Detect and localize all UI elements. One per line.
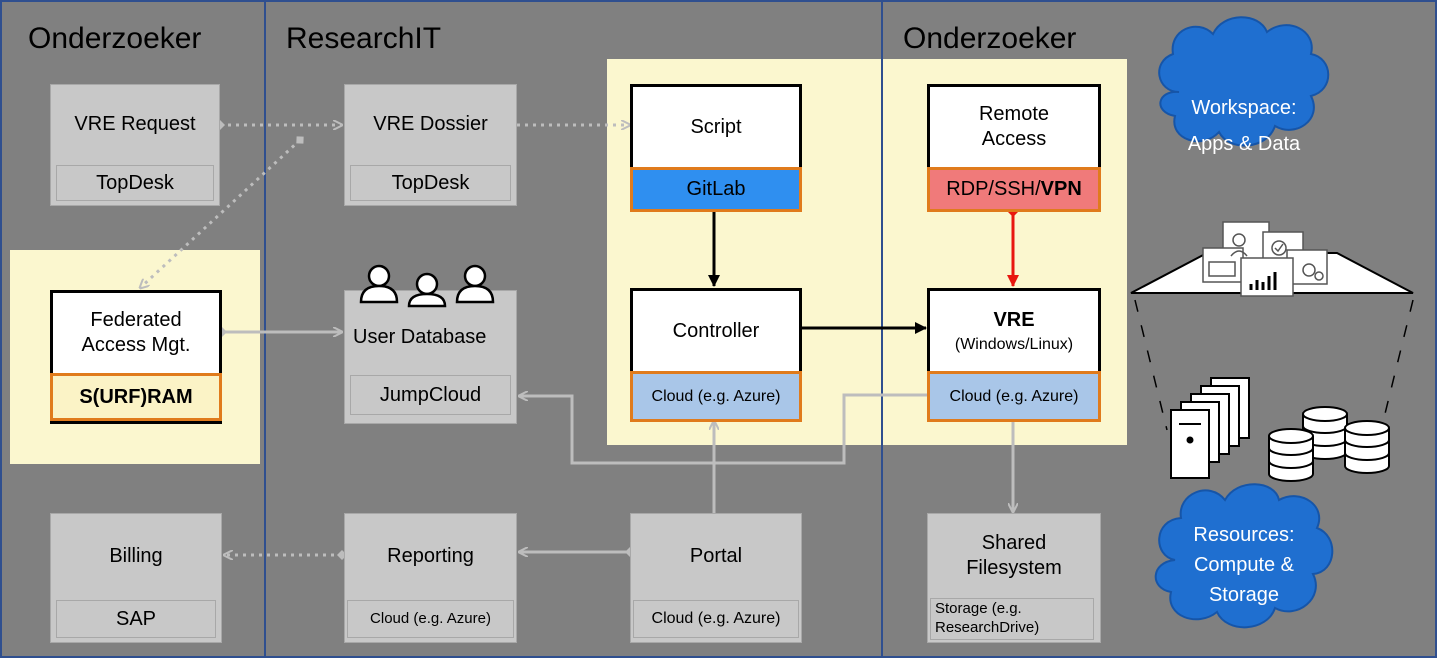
remote-access-box: Remote Access RDP/SSH/VPN xyxy=(927,84,1101,212)
vre-dossier-label: VRE Dossier xyxy=(373,112,488,135)
resources-cloud-icon: Resources: Compute & Storage xyxy=(1154,483,1334,629)
federated-sub-sram: S(URF)RAM xyxy=(50,373,222,421)
federated-label: Federated Access Mgt. xyxy=(53,293,219,373)
top-border xyxy=(0,0,1437,2)
remote-access-label-line2: Access xyxy=(981,128,1047,150)
user-database-label: User Database xyxy=(353,326,487,348)
vre-request-box: VRE Request TopDesk xyxy=(50,84,220,206)
perspective-line-right xyxy=(1380,299,1414,431)
federated-label-line2: Access Mgt. xyxy=(81,334,191,356)
billing-box: Billing SAP xyxy=(50,513,222,643)
shared-filesystem-sub-line1: Storage (e.g. xyxy=(935,600,1022,617)
vre-label-os: (Windows/Linux) xyxy=(954,335,1074,353)
vre-label-title: VRE xyxy=(993,308,1035,331)
users-icon xyxy=(359,264,495,308)
vre-request-label: VRE Request xyxy=(74,112,196,135)
billing-sub: SAP xyxy=(56,600,216,638)
shared-filesystem-box: Shared Filesystem Storage (e.g. Research… xyxy=(927,513,1101,643)
remote-access-sub: RDP/SSH/VPN xyxy=(927,167,1101,212)
federated-access-box: Federated Access Mgt. S(URF)RAM xyxy=(50,290,222,424)
reporting-box: Reporting Cloud (e.g. Azure) xyxy=(344,513,517,643)
arrow-vre-to-jumpcloud xyxy=(519,395,928,465)
shared-filesystem-label-line1: Shared xyxy=(981,532,1047,554)
script-label: Script xyxy=(690,115,742,138)
billing-label: Billing xyxy=(109,544,163,567)
remote-access-sub-vpn: VPN xyxy=(1040,178,1082,200)
perspective-line-left xyxy=(1134,299,1168,431)
script-sub-gitlab: GitLab xyxy=(630,167,802,212)
shared-filesystem-sub: Storage (e.g. ResearchDrive) xyxy=(930,598,1094,640)
vre-dossier-sub: TopDesk xyxy=(350,165,511,201)
remote-access-label-line1: Remote xyxy=(978,103,1050,125)
vre-box: VRE (Windows/Linux) Cloud (e.g. Azure) xyxy=(927,288,1101,422)
workspace-cloud-line1: Workspace: xyxy=(1191,97,1296,119)
lane-title-researchit: ResearchIT xyxy=(286,22,442,55)
user-database-box: User Database JumpCloud xyxy=(344,290,517,424)
resources-cloud-line1: Resources: xyxy=(1193,524,1294,546)
portal-box: Portal Cloud (e.g. Azure) xyxy=(630,513,802,643)
lane-divider-right xyxy=(1435,0,1437,658)
vre-dossier-box: VRE Dossier TopDesk xyxy=(344,84,517,206)
databases-icon xyxy=(1268,406,1390,482)
controller-box: Controller Cloud (e.g. Azure) xyxy=(630,288,802,422)
federated-label-line1: Federated xyxy=(90,309,182,331)
vre-sub: Cloud (e.g. Azure) xyxy=(927,371,1101,422)
vre-request-sub: TopDesk xyxy=(56,165,214,201)
vre-label: VRE (Windows/Linux) xyxy=(930,291,1098,371)
user-database-sub: JumpCloud xyxy=(350,375,511,415)
workspace-cloud-line2: Apps & Data xyxy=(1188,133,1301,155)
script-box: Script GitLab xyxy=(630,84,802,212)
workspace-cloud-icon: Workspace: Apps & Data xyxy=(1158,16,1330,155)
remote-access-label: Remote Access xyxy=(930,87,1098,167)
remote-access-sub-protocols: RDP/SSH/ xyxy=(946,178,1041,200)
app-windows-icon xyxy=(1202,221,1328,297)
bottom-border xyxy=(0,656,1437,658)
portal-label: Portal xyxy=(689,544,743,567)
shared-filesystem-label-line2: Filesystem xyxy=(966,557,1062,579)
portal-sub: Cloud (e.g. Azure) xyxy=(633,600,799,638)
lane-title-researcher-right: Onderzoeker xyxy=(903,22,1077,55)
workspace-illustration: Workspace: Apps & Data xyxy=(1130,16,1414,629)
controller-label: Controller xyxy=(672,319,760,342)
reporting-label: Reporting xyxy=(387,544,474,567)
lane-title-researcher-left: Onderzoeker xyxy=(28,22,202,55)
lane-divider-left xyxy=(0,0,2,658)
resources-cloud-line3: Storage xyxy=(1209,584,1279,606)
reporting-sub: Cloud (e.g. Azure) xyxy=(347,600,514,638)
controller-sub: Cloud (e.g. Azure) xyxy=(630,371,802,422)
servers-icon xyxy=(1170,377,1250,479)
shared-filesystem-label: Shared Filesystem xyxy=(928,514,1100,598)
resources-cloud-line2: Compute & xyxy=(1194,554,1295,576)
shared-filesystem-sub-line2: ResearchDrive) xyxy=(935,618,1040,636)
